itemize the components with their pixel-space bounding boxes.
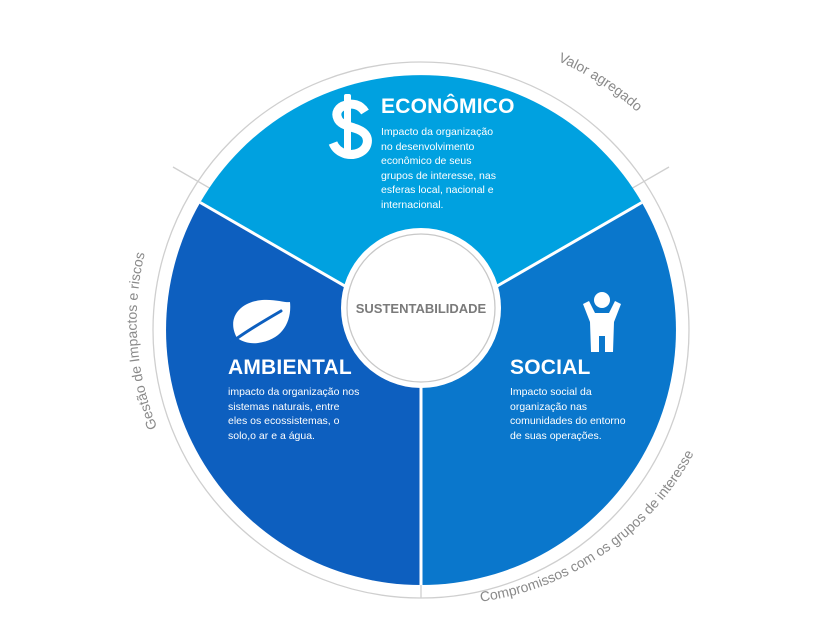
- leaf-icon: [230, 299, 291, 344]
- label-gestao-impactos: Gestão de Impactos e riscos: [124, 250, 160, 432]
- dollar-icon: [328, 94, 372, 159]
- economico-desc-line: esferas local, nacional e: [381, 184, 494, 196]
- social-desc-line: de suas operações.: [510, 429, 602, 442]
- label-valor-agregado: Valor agregado: [557, 49, 646, 114]
- social-desc-line: organização nas: [510, 400, 588, 413]
- ambiental-desc-line: sistemas naturais, entre: [228, 400, 340, 413]
- economico-description: Impacto da organização no desenvolviment…: [381, 125, 496, 212]
- ambiental-desc-line: solo,o ar e a água.: [228, 429, 315, 442]
- ambiental-title: AMBIENTAL: [228, 356, 352, 379]
- social-desc-line: Impacto social da: [510, 386, 592, 398]
- economico-desc-line: grupos de interesse, nas: [381, 169, 496, 182]
- ambiental-desc-line: eles os ecossistemas, o: [228, 415, 340, 427]
- economico-desc-line: econômico de seus: [381, 155, 472, 167]
- economico-desc-line: Impacto da organização: [381, 126, 494, 138]
- social-desc-line: comunidades do entorno: [510, 415, 626, 427]
- sector-economico: [200, 75, 642, 331]
- social-description: Impacto social da organização nas comuni…: [510, 385, 626, 443]
- person-icon: [583, 292, 621, 352]
- ambiental-desc-line: impacto da organização nos: [228, 386, 360, 398]
- center-label: SUSTENTABILIDADE: [356, 301, 487, 316]
- economico-title: ECONÔMICO: [381, 95, 515, 118]
- social-title: SOCIAL: [510, 356, 591, 379]
- economico-desc-line: internacional.: [381, 198, 444, 211]
- economico-desc-line: no desenvolvimento: [381, 140, 475, 153]
- ambiental-description: impacto da organização nos sistemas natu…: [228, 385, 359, 443]
- center-circle: [353, 240, 489, 376]
- center-ring: [346, 233, 496, 383]
